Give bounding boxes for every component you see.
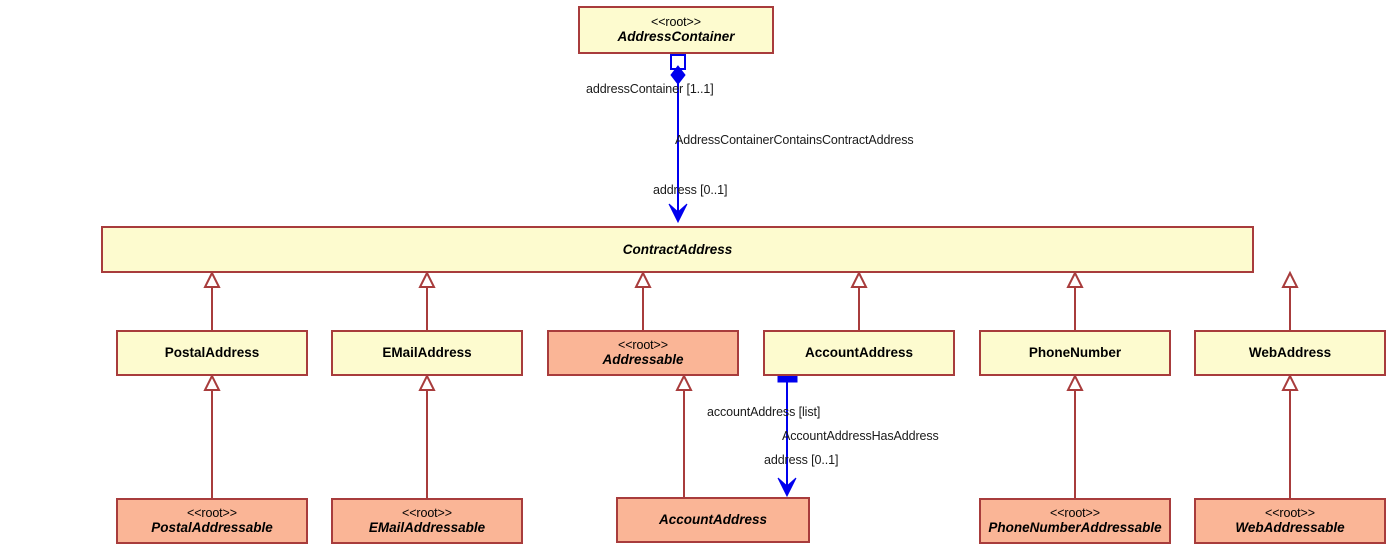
- association-arrowhead-account: [777, 477, 797, 498]
- node-addressable[interactable]: <<root>> Addressable: [547, 330, 739, 376]
- edge-label-container-source-role: addressContainer [1..1]: [586, 82, 714, 96]
- node-title: PhoneNumberAddressable: [988, 520, 1162, 536]
- node-title: EMailAddressable: [368, 520, 486, 536]
- node-title: Addressable: [602, 352, 684, 368]
- generalization-arrowhead-web-addressable: [1281, 373, 1299, 391]
- generalization-arrowhead-postal-address: [203, 270, 221, 288]
- generalization-arrowhead-email-addressable: [418, 373, 436, 391]
- edge-label-container-association-name: AddressContainerContainsContractAddress: [675, 133, 914, 147]
- generalization-arrowhead-phone-number: [1066, 270, 1084, 288]
- node-title: AccountAddress: [804, 345, 914, 361]
- node-web-addressable[interactable]: <<root>> WebAddressable: [1194, 498, 1386, 544]
- node-title: PostalAddressable: [151, 520, 273, 536]
- stereotype-label: <<root>>: [1265, 506, 1315, 521]
- edge-label-container-target-role: address [0..1]: [653, 183, 728, 197]
- edge-label-account-target-role: address [0..1]: [764, 453, 839, 467]
- node-contract-address[interactable]: ContractAddress: [101, 226, 1254, 273]
- stereotype-label: <<root>>: [187, 506, 237, 521]
- generalization-arrowhead-email-address: [418, 270, 436, 288]
- node-postal-address[interactable]: PostalAddress: [116, 330, 308, 376]
- edge-label-account-association-name: AccountAddressHasAddress: [782, 429, 939, 443]
- stereotype-label: <<root>>: [402, 506, 452, 521]
- node-phone-number[interactable]: PhoneNumber: [979, 330, 1171, 376]
- association-arrowhead-container: [668, 203, 688, 224]
- node-title: ContractAddress: [622, 241, 733, 257]
- node-account-address-top[interactable]: AccountAddress: [763, 330, 955, 376]
- node-phone-number-addressable[interactable]: <<root>> PhoneNumberAddressable: [979, 498, 1171, 544]
- node-postal-addressable[interactable]: <<root>> PostalAddressable: [116, 498, 308, 544]
- node-web-address[interactable]: WebAddress: [1194, 330, 1386, 376]
- node-address-container[interactable]: <<root>> AddressContainer: [578, 6, 774, 54]
- node-title: AccountAddress: [658, 512, 768, 528]
- node-account-address-bottom[interactable]: AccountAddress: [616, 497, 810, 543]
- node-title: WebAddressable: [1235, 520, 1345, 536]
- generalization-arrowhead-postal-addressable: [203, 373, 221, 391]
- edge-label-account-source-role: accountAddress [list]: [707, 405, 821, 419]
- generalization-arrowhead-web-address: [1281, 270, 1299, 288]
- node-title: AddressContainer: [617, 29, 735, 45]
- node-email-addressable[interactable]: <<root>> EMailAddressable: [331, 498, 523, 544]
- node-title: WebAddress: [1248, 345, 1332, 361]
- node-title: PostalAddress: [164, 345, 260, 361]
- stereotype-label: <<root>>: [651, 15, 701, 30]
- generalization-arrowhead-account-address-bottom: [675, 373, 693, 391]
- node-title: PhoneNumber: [1028, 345, 1122, 361]
- node-email-address[interactable]: EMailAddress: [331, 330, 523, 376]
- stereotype-label: <<root>>: [1050, 506, 1100, 521]
- association-source-square-icon: [670, 54, 686, 70]
- generalization-arrowhead-phone-number-addressable: [1066, 373, 1084, 391]
- stereotype-label: <<root>>: [618, 338, 668, 353]
- generalization-arrowhead-addressable: [634, 270, 652, 288]
- node-title: EMailAddress: [382, 345, 472, 361]
- generalization-arrowhead-account-address-top: [850, 270, 868, 288]
